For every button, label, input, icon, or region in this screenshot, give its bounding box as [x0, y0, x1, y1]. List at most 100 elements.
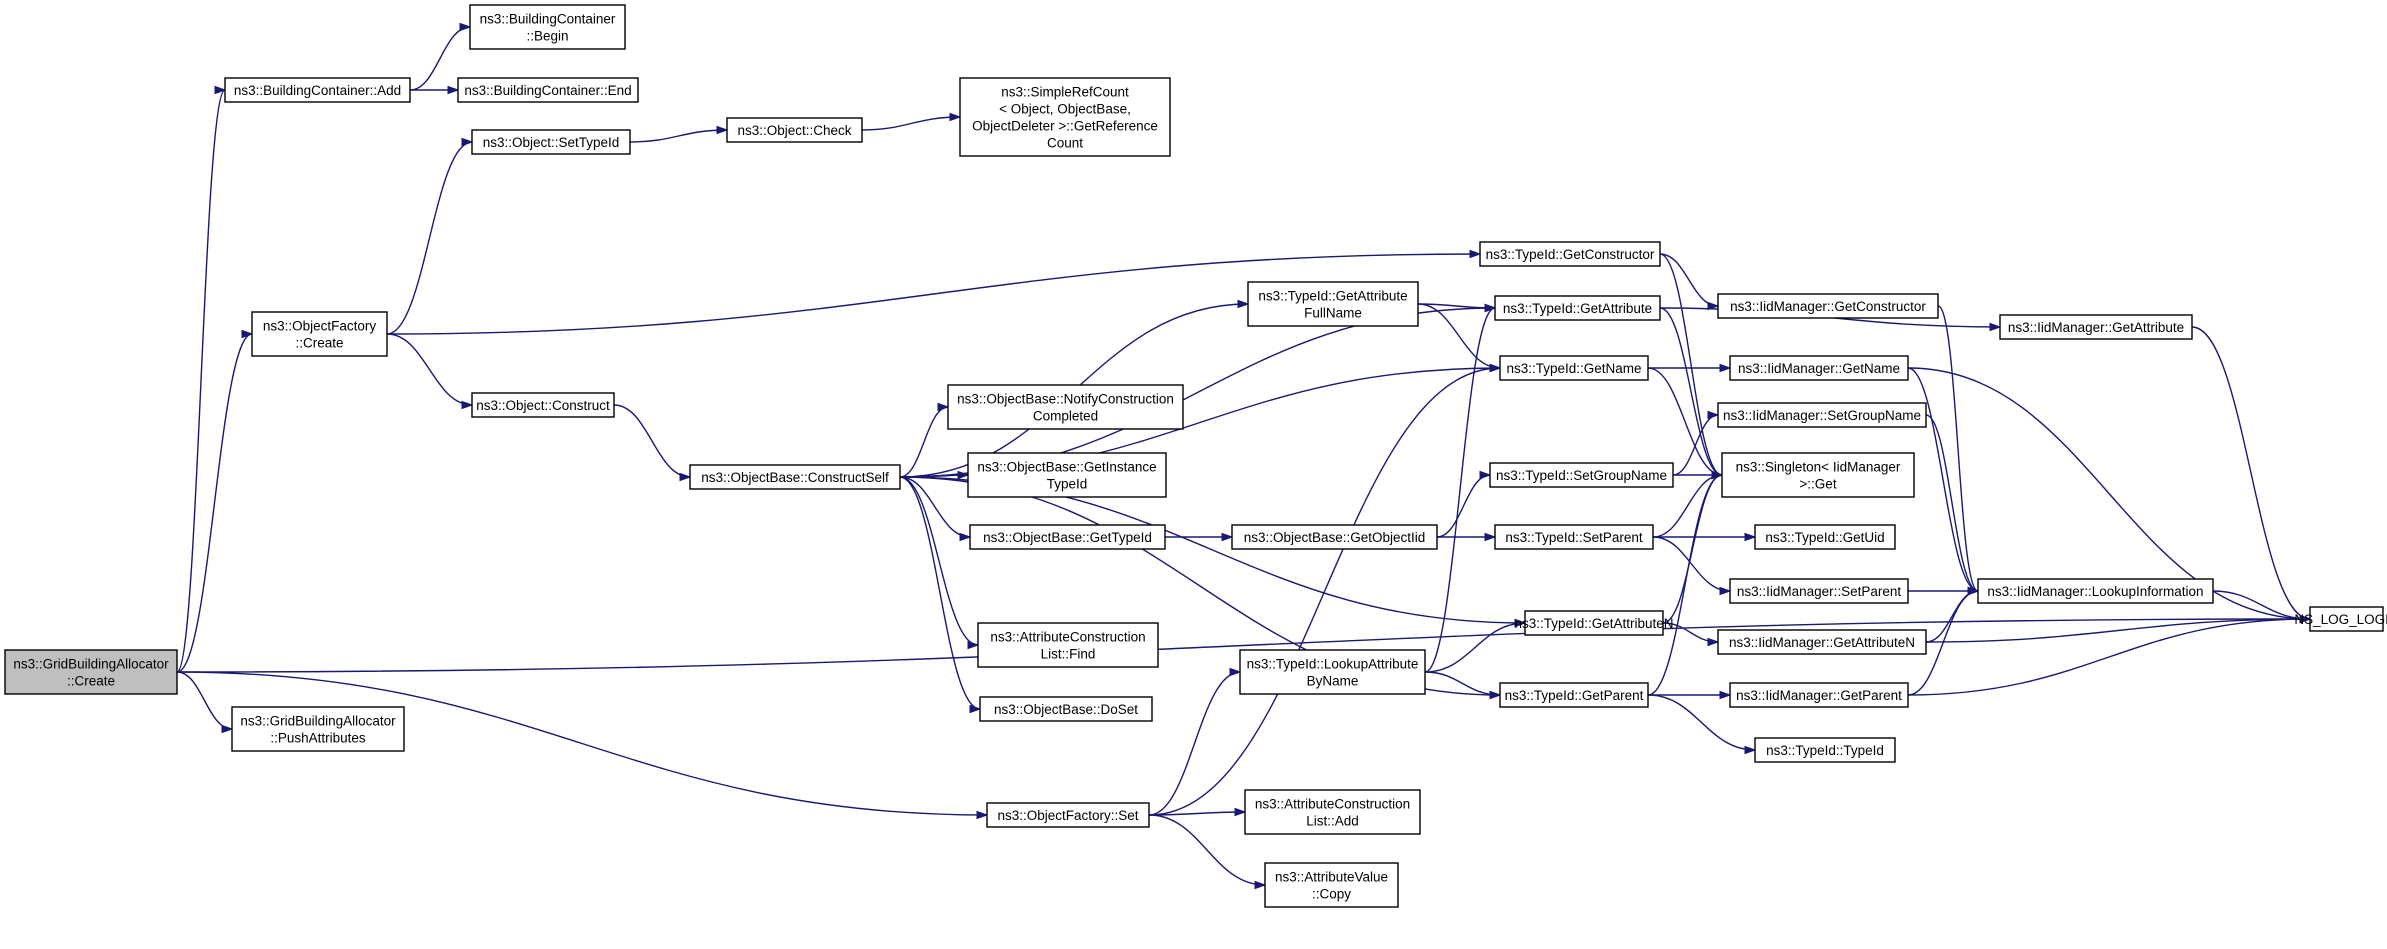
arrowhead	[976, 810, 989, 820]
node-box	[969, 524, 1166, 550]
call-edge	[1659, 253, 1720, 311]
node-ob-gettypeid[interactable]: ns3::ObjectBase::GetTypeId	[969, 524, 1166, 550]
node-label: ns3::TypeId::LookupAttribute	[1247, 657, 1419, 672]
node-box	[986, 802, 1150, 828]
call-edge	[386, 333, 474, 410]
node-obj-check[interactable]: ns3::Object::Check	[726, 117, 863, 143]
node-iid-getname[interactable]: ns3::IidManager::GetName	[1729, 355, 1909, 381]
node-label: ns3::IidManager::GetParent	[1736, 688, 1902, 703]
node-box	[1729, 578, 1909, 604]
arrowhead	[1719, 586, 1732, 596]
node-ob-constructself[interactable]: ns3::ObjectBase::ConstructSelf	[689, 464, 901, 490]
node-srefcount[interactable]: ns3::SimpleRefCount< Object, ObjectBase,…	[959, 77, 1171, 157]
node-bc-begin[interactable]: ns3::BuildingContainer::Begin	[469, 4, 626, 50]
node-iid-lookupinfo[interactable]: ns3::IidManager::LookupInformation	[1977, 578, 2214, 604]
node-obj-construct[interactable]: ns3::Object::Construct	[471, 392, 615, 418]
node-iid-getconstructor[interactable]: ns3::IidManager::GetConstructor	[1717, 293, 1939, 319]
node-iid-getattributen[interactable]: ns3::IidManager::GetAttributeN	[1717, 629, 1927, 655]
arrowhead	[957, 470, 970, 480]
node-label: List::Find	[1041, 647, 1096, 662]
node-label: ns3::ObjectBase::GetInstance	[977, 460, 1156, 475]
call-edge	[1659, 253, 1724, 480]
node-box	[471, 129, 631, 155]
node-box	[967, 452, 1167, 498]
node-tid-getconstructor[interactable]: ns3::TypeId::GetConstructor	[1479, 241, 1661, 267]
node-iid-getattribute[interactable]: ns3::IidManager::GetAttribute	[1999, 314, 2193, 340]
node-tid-getparent[interactable]: ns3::TypeId::GetParent	[1499, 682, 1649, 708]
arrowhead	[937, 402, 950, 412]
node-bc-add[interactable]: ns3::BuildingContainer::Add	[224, 77, 411, 103]
node-label: ns3::TypeId::GetName	[1506, 361, 1641, 376]
node-iid-setgroupname[interactable]: ns3::IidManager::SetGroupName	[1717, 402, 1927, 428]
arrowhead	[1989, 322, 2002, 332]
node-ob-getobjectiid[interactable]: ns3::ObjectBase::GetObjectIid	[1231, 524, 1438, 550]
node-label: ns3::TypeId::TypeId	[1766, 743, 1884, 758]
call-edge	[1424, 303, 1497, 673]
call-edge	[899, 476, 980, 650]
node-tid-getuid[interactable]: ns3::TypeId::GetUid	[1754, 524, 1896, 550]
call-edge	[861, 112, 962, 131]
node-tid-getname[interactable]: ns3::TypeId::GetName	[1499, 355, 1649, 381]
node-label: List::Add	[1306, 814, 1359, 829]
call-edge	[1662, 622, 1720, 647]
node-box	[979, 696, 1153, 722]
node-box	[2309, 606, 2384, 632]
node-label: ns3::TypeId::GetAttribute	[1503, 301, 1652, 316]
node-box	[457, 77, 639, 103]
node-label: < Object, ObjectBase,	[999, 102, 1131, 117]
node-box	[1247, 281, 1419, 327]
node-label: ns3::ObjectBase::ConstructSelf	[701, 470, 889, 485]
node-obj-settypeid[interactable]: ns3::Object::SetTypeId	[471, 129, 631, 155]
node-bc-end[interactable]: ns3::BuildingContainer::End	[457, 77, 639, 103]
node-label: ns3::ObjectBase::DoSet	[994, 702, 1138, 717]
node-label: FullName	[1304, 306, 1362, 321]
edges-layer	[176, 22, 2312, 890]
node-label: ns3::BuildingContainer::End	[464, 83, 631, 98]
node-tid-getattributen[interactable]: ns3::TypeId::GetAttributeN	[1514, 610, 1674, 636]
node-iid-setparent[interactable]: ns3::IidManager::SetParent	[1729, 578, 1909, 604]
node-label: ::Create	[295, 336, 343, 351]
node-av-copy[interactable]: ns3::AttributeValue::Copy	[1264, 862, 1399, 908]
arrowhead	[1484, 303, 1497, 313]
node-of-create[interactable]: ns3::ObjectFactory::Create	[251, 311, 388, 357]
node-tid-getattribute[interactable]: ns3::TypeId::GetAttribute	[1494, 295, 1661, 321]
node-box	[689, 464, 901, 490]
node-label: ::Create	[67, 674, 115, 689]
arrowhead	[1229, 667, 1242, 677]
node-of-set[interactable]: ns3::ObjectFactory::Set	[986, 802, 1150, 828]
node-box	[1244, 789, 1421, 835]
call-edge	[1424, 671, 1502, 700]
node-box	[1239, 649, 1426, 695]
call-edge	[1437, 532, 1497, 542]
node-box	[1717, 402, 1927, 428]
call-edge	[176, 671, 989, 820]
call-edge	[1148, 363, 1502, 816]
call-edge	[386, 137, 474, 335]
node-box	[726, 117, 863, 143]
node-box	[947, 384, 1184, 430]
node-tid-typeid[interactable]: ns3::TypeId::TypeId	[1754, 737, 1896, 763]
node-ob-doset[interactable]: ns3::ObjectBase::DoSet	[979, 696, 1153, 722]
node-tid-setparent[interactable]: ns3::TypeId::SetParent	[1494, 524, 1654, 550]
node-gba-create[interactable]: ns3::GridBuildingAllocator::Create	[4, 649, 178, 695]
node-label: ::Copy	[1312, 887, 1351, 902]
node-label: ns3::TypeId::GetParent	[1505, 688, 1644, 703]
node-label: ns3::GridBuildingAllocator	[240, 714, 396, 729]
node-iid-getparent[interactable]: ns3::IidManager::GetParent	[1729, 682, 1909, 708]
arrowhead	[1237, 299, 1250, 309]
node-box	[1494, 524, 1654, 550]
node-ns-log-logic[interactable]: NS_LOG_LOGIC	[2294, 606, 2387, 632]
arrowhead	[1719, 690, 1732, 700]
node-label: ns3::IidManager::GetName	[1738, 361, 1900, 376]
node-singleton-get[interactable]: ns3::Singleton< IidManager>::Get	[1721, 452, 1915, 498]
node-ob-notify[interactable]: ns3::ObjectBase::NotifyConstructionCompl…	[947, 384, 1184, 430]
node-gba-pushattrs[interactable]: ns3::GridBuildingAllocator::PushAttribut…	[231, 706, 405, 752]
node-label: ns3::TypeId::SetParent	[1505, 530, 1643, 545]
node-tid-setgroupname[interactable]: ns3::TypeId::SetGroupName	[1489, 462, 1674, 488]
call-edge	[1165, 532, 1234, 542]
